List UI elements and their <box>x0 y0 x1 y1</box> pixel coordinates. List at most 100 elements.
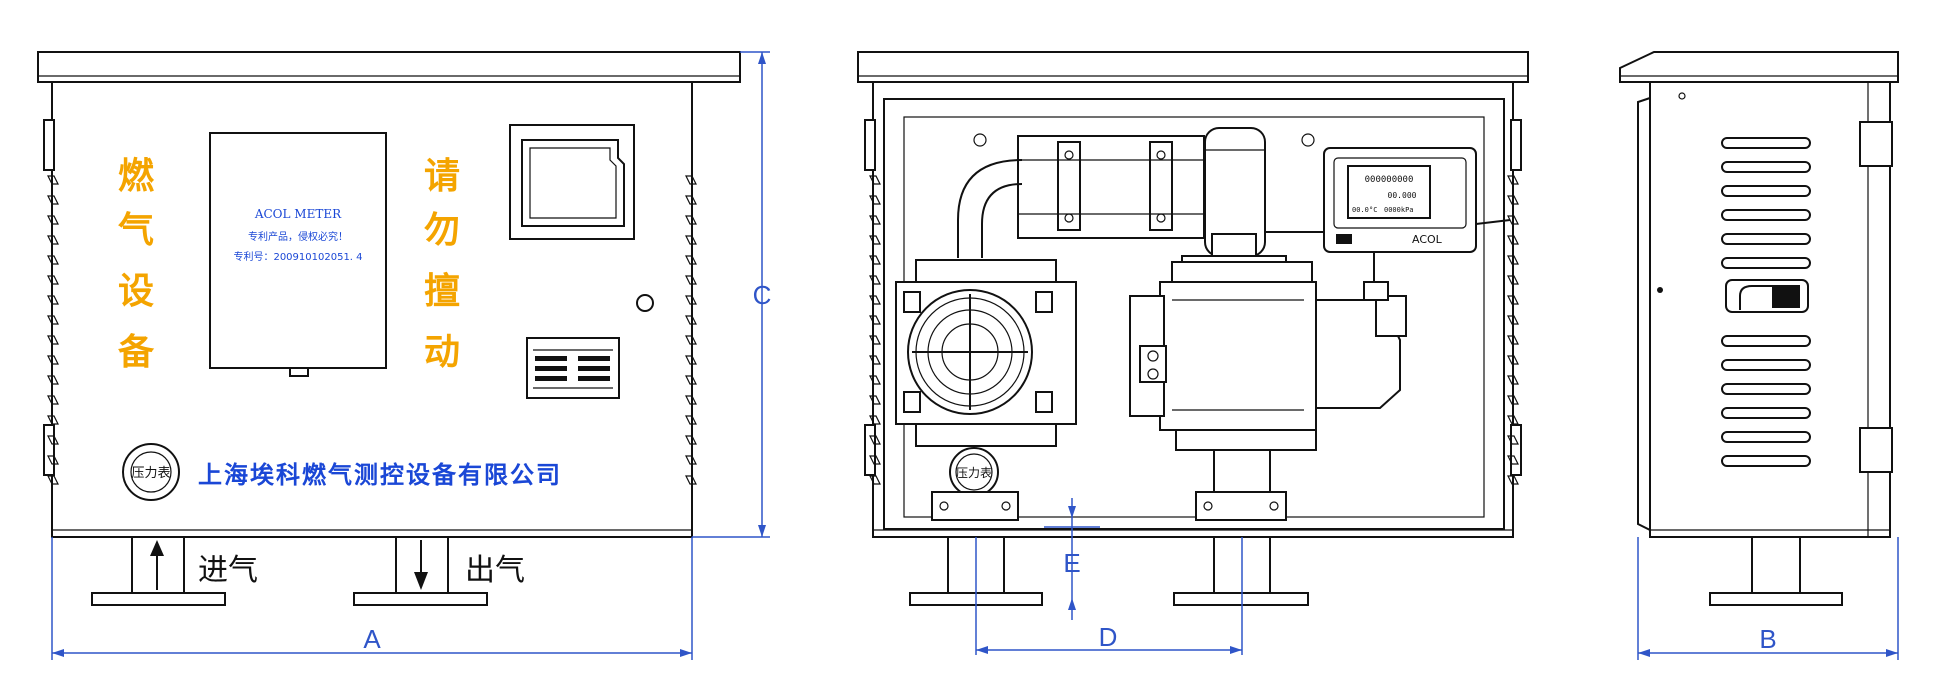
vent-slot <box>1507 215 1519 225</box>
vent-slot <box>869 335 881 345</box>
vent-slot <box>1507 315 1519 325</box>
lcd-pressure: 0000kPa <box>1384 206 1414 214</box>
vent-slot <box>869 235 881 245</box>
meter-window-line1: 专利产品，侵权必究！ <box>248 230 348 243</box>
brand-text: ACOL <box>1412 233 1443 246</box>
vent-slot <box>869 175 881 185</box>
upper-bracket <box>1017 135 1205 239</box>
vent-slot <box>1507 335 1519 345</box>
right-meter-body <box>1159 281 1317 431</box>
louver-slot <box>1721 431 1811 443</box>
louver-slot <box>1721 359 1811 371</box>
hinge <box>43 119 55 171</box>
dimension-c-label: C <box>753 280 772 310</box>
dimension-a-label: A <box>363 624 381 654</box>
vent-slot <box>685 315 697 325</box>
vent-slot <box>685 175 697 185</box>
vent-slot <box>1507 175 1519 185</box>
vent-slot <box>1507 415 1519 425</box>
internal-view: 压力表 000000000 00.000 00.0 °C 0000kPa <box>857 51 1529 655</box>
lcd-temperature: 00.0 <box>1352 206 1369 214</box>
vent-slot <box>685 475 697 485</box>
vent-slot <box>1507 275 1519 285</box>
louver-slot <box>1721 257 1811 269</box>
vent-slot <box>47 175 59 185</box>
front-view: ACOL METER 专利产品，侵权必究！ 专利号：200910102051. … <box>37 51 772 660</box>
vent-slot <box>869 415 881 425</box>
louver-slot <box>1721 233 1811 245</box>
vent-slot <box>1507 295 1519 305</box>
louver-slot <box>1721 185 1811 197</box>
vent-slot <box>47 235 59 245</box>
vent-slot <box>1507 355 1519 365</box>
lcd-value: 00.000 <box>1388 191 1417 200</box>
vent-slot <box>47 375 59 385</box>
side-roof <box>1619 51 1899 83</box>
right-vertical-char-2: 勿 <box>424 209 460 251</box>
vent-slot <box>869 315 881 325</box>
inlet-label: 进气 <box>198 553 258 588</box>
louver-slot <box>1721 407 1811 419</box>
vent-slot <box>47 355 59 365</box>
hinge <box>864 119 876 171</box>
lock-icon <box>636 294 654 312</box>
vent-slot <box>1507 455 1519 465</box>
vent-slot <box>869 295 881 305</box>
vent-slot <box>869 475 881 485</box>
vent-slot <box>685 295 697 305</box>
pressure-gauge-icon <box>122 443 180 501</box>
vent-slot <box>47 335 59 345</box>
vent-slot <box>1507 235 1519 245</box>
company-name: 上海埃科燃气测控设备有限公司 <box>198 461 562 489</box>
vent-slot <box>47 415 59 425</box>
louver-slot <box>1721 335 1811 347</box>
vent-slot <box>685 235 697 245</box>
outlet-flange <box>353 592 488 606</box>
vent-slot <box>1507 395 1519 405</box>
vent-slot <box>685 355 697 365</box>
vent-slot <box>685 275 697 285</box>
nameplate-lines <box>533 349 613 389</box>
hinge <box>1859 121 1893 167</box>
side-view: B <box>1619 51 1899 660</box>
outlet-label: 出气 <box>465 553 525 588</box>
vent-slot <box>685 335 697 345</box>
louver-slot <box>1721 455 1811 467</box>
side-flange <box>1709 592 1843 606</box>
vent-slot <box>47 295 59 305</box>
meter-window-line2: 专利号：200910102051. 4 <box>233 250 362 263</box>
vent-slot <box>685 375 697 385</box>
louver-slot <box>1721 161 1811 173</box>
vent-slot <box>685 455 697 465</box>
vent-slot <box>869 455 881 465</box>
vent-slot <box>869 375 881 385</box>
left-vertical-char-2: 气 <box>118 209 154 251</box>
meter-dial <box>907 289 1033 415</box>
left-vertical-char-4: 备 <box>118 331 155 373</box>
vent-slot <box>1507 375 1519 385</box>
lcd-temperature-unit: °C <box>1369 206 1377 214</box>
internal-roof <box>857 51 1529 83</box>
hinge <box>1510 119 1522 171</box>
vent-slot <box>47 255 59 265</box>
right-vertical-char-4: 动 <box>424 331 460 373</box>
viewing-window <box>509 124 635 240</box>
dimension-e-label: E <box>1063 548 1080 578</box>
left-vertical-char-1: 燃 <box>118 155 155 197</box>
left-vertical-char-3: 设 <box>118 270 154 312</box>
vent-slots <box>869 175 1519 485</box>
lcd-digits: 000000000 <box>1365 175 1414 185</box>
vent-slot <box>869 275 881 285</box>
vent-slot <box>685 215 697 225</box>
right-vertical-char-3: 擅 <box>424 270 460 312</box>
window-latch <box>289 367 309 377</box>
vent-slot <box>869 255 881 265</box>
vent-slot <box>47 435 59 445</box>
vent-slot <box>47 395 59 405</box>
pressure-gauge-label: 压力表 <box>131 466 170 481</box>
vent-slot <box>869 195 881 205</box>
vent-slots <box>47 175 697 485</box>
lcd-display <box>1347 165 1431 219</box>
vent-slot <box>47 455 59 465</box>
